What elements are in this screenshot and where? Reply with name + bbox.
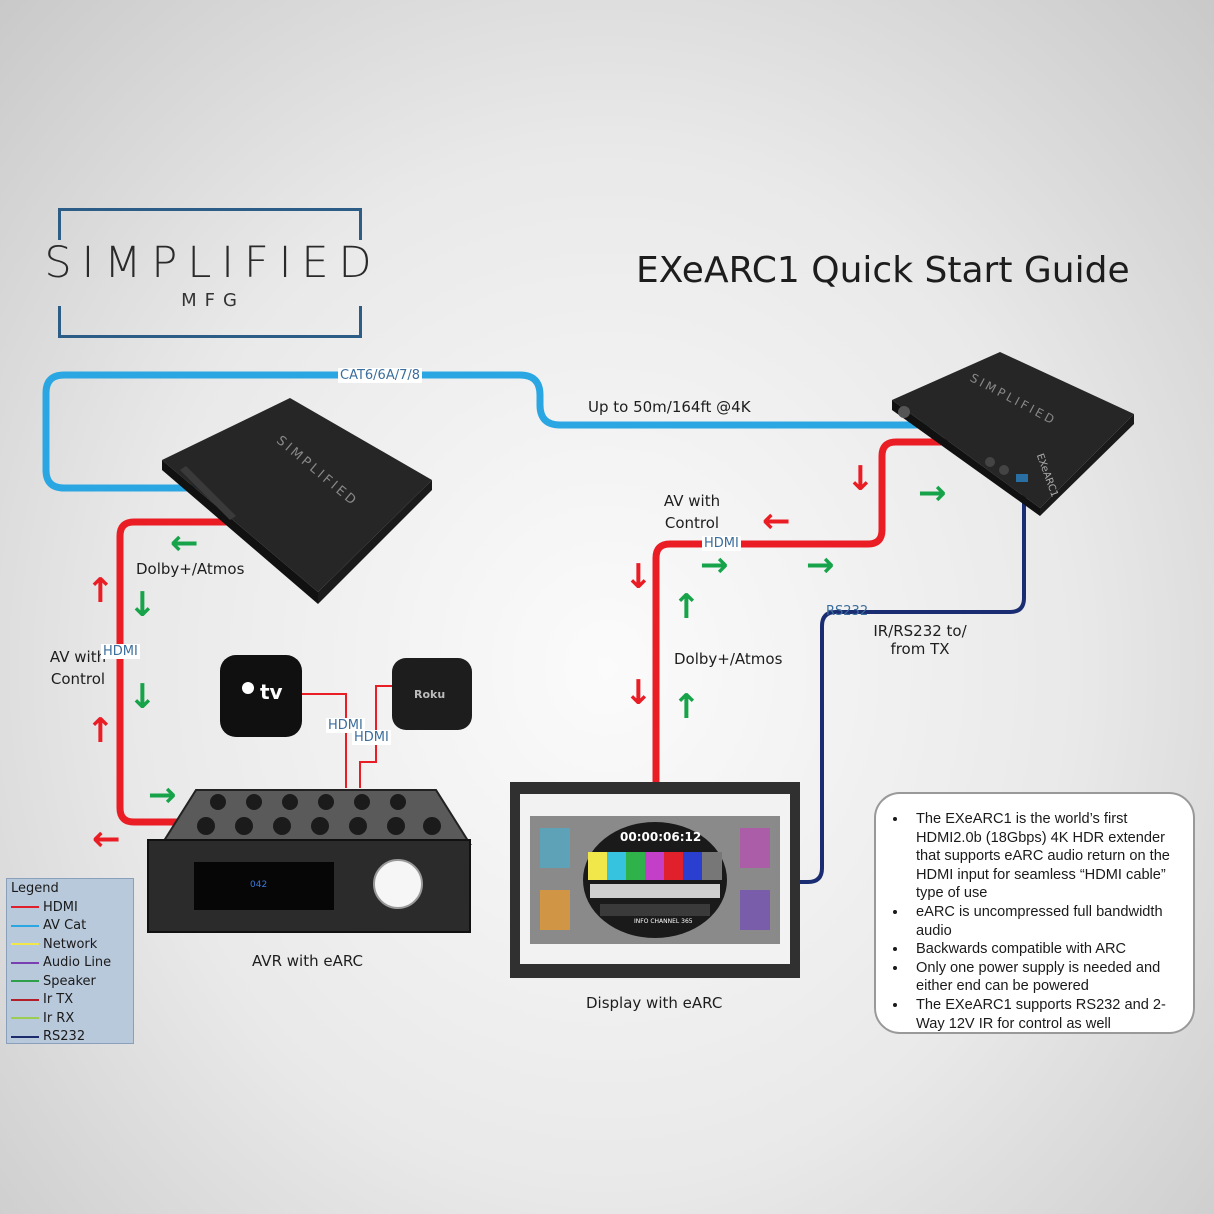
info-item: Only one power supply is needed and eith…	[908, 959, 1179, 996]
rs232-cable	[796, 478, 1026, 884]
avr-caption: AVR with eARC	[252, 952, 363, 970]
hdmi-cable-left	[116, 518, 230, 826]
legend-item-label: Speaker	[43, 973, 96, 989]
legend-item: Ir RX	[11, 1009, 133, 1028]
dolby-right-label: Dolby+/Atmos	[674, 650, 783, 668]
info-item: The EXeARC1 is the world’s first HDMI2.0…	[908, 810, 1179, 903]
arrow-down-green-icon: ↓	[128, 677, 157, 717]
dolby-left-label: Dolby+/Atmos	[136, 560, 245, 578]
arrow-down-red-icon: ↓	[624, 557, 653, 597]
legend-item-label: RS232	[43, 1029, 86, 1045]
hdmi-source-tag-1: HDMI	[326, 718, 365, 733]
hdmi-cable-roku	[359, 685, 392, 788]
legend-item-label: Audio Line	[43, 955, 112, 971]
av-control-right-line1: AV with	[663, 492, 721, 510]
ir-rs232-line1: IR/RS232 to/	[873, 622, 967, 640]
arrow-left-red-icon: ←	[92, 819, 121, 859]
info-box: The EXeARC1 is the world’s first HDMI2.0…	[874, 792, 1195, 1034]
logo-name: SIMPLIFIED	[44, 238, 382, 288]
av-control-left-line2: Control	[50, 670, 106, 688]
legend-item-label: Ir RX	[43, 1010, 75, 1026]
logo-sub: MFG	[181, 290, 245, 311]
hdmi-right-tag: HDMI	[702, 536, 741, 551]
legend-swatch	[11, 924, 39, 927]
legend-item: AV Cat	[11, 917, 133, 936]
roku-label: Roku	[414, 688, 446, 701]
display-timecode: 00:00:06:12	[620, 830, 702, 844]
display-channel: INFO CHANNEL 365	[634, 918, 693, 925]
legend-item: Ir TX	[11, 991, 133, 1010]
legend-item-label: AV Cat	[43, 918, 87, 934]
display-caption: Display with eARC	[586, 994, 723, 1012]
legend-item-label: Network	[43, 936, 98, 952]
cat-cable-tag: CAT6/6A/7/8	[338, 368, 423, 383]
roku-device	[392, 658, 472, 730]
info-item: Backwards compatible with ARC	[908, 940, 1179, 959]
arrow-up-green-icon: ↑	[672, 687, 701, 727]
hdmi-cable-appletv	[300, 693, 347, 788]
arrow-right-green-icon: →	[148, 775, 177, 815]
legend-item: HDMI	[11, 898, 133, 917]
legend-item: Network	[11, 935, 133, 954]
avr-display-readout: 042	[250, 880, 268, 890]
info-list: The EXeARC1 is the world’s first HDMI2.0…	[884, 810, 1179, 1033]
arrow-down-green-icon: ↓	[128, 585, 157, 625]
av-control-right-line2: Control	[664, 514, 720, 532]
logo-frame-top	[58, 208, 362, 240]
distance-label: Up to 50m/164ft @4K	[588, 398, 751, 416]
legend-swatch	[11, 998, 39, 1001]
arrow-left-red-icon: ←	[762, 501, 791, 541]
legend-title: Legend	[11, 881, 59, 896]
arrow-up-red-icon: ↑	[86, 711, 115, 751]
info-item: The EXeARC1 supports RS232 and 2-Way 12V…	[908, 996, 1179, 1033]
arrow-up-red-icon: ↑	[86, 571, 115, 611]
rx-extender-device	[892, 352, 1134, 516]
info-item: eARC is uncompressed full bandwidth audi…	[908, 903, 1179, 940]
cat-cable	[42, 371, 930, 492]
ir-rs232-line2: from TX	[890, 640, 950, 658]
tx-extender-device	[162, 398, 432, 604]
display-device	[510, 782, 800, 978]
legend-swatch	[11, 1017, 39, 1020]
arrow-down-red-icon: ↓	[624, 673, 653, 713]
logo-frame-bottom	[58, 306, 362, 338]
legend-swatch	[11, 961, 39, 964]
arrow-right-green-icon: →	[918, 473, 947, 513]
hdmi-source-tag-2: HDMI	[352, 730, 391, 745]
av-control-left-line1: AV with	[49, 648, 107, 666]
apple-tv-label: tv	[260, 680, 283, 704]
arrow-left-green-icon: ←	[170, 523, 199, 563]
legend-item: RS232	[11, 1028, 133, 1047]
legend-item-label: Ir TX	[43, 992, 74, 1008]
legend-item-label: HDMI	[43, 899, 78, 915]
page-title: EXeARC1 Quick Start Guide	[636, 250, 1130, 291]
legend-swatch	[11, 1035, 39, 1038]
hdmi-cable-right	[652, 438, 948, 790]
legend-item: Speaker	[11, 972, 133, 991]
avr-device	[147, 789, 472, 933]
arrow-down-red-icon: ↓	[846, 459, 875, 499]
legend-swatch	[11, 906, 39, 909]
legend-item: Audio Line	[11, 954, 133, 973]
apple-tv-device	[220, 655, 302, 737]
rs232-tag: RS232	[826, 604, 869, 619]
arrow-right-green-icon: →	[806, 545, 835, 585]
hdmi-left-tag: HDMI	[101, 644, 140, 659]
arrow-up-green-icon: ↑	[672, 587, 701, 627]
legend-swatch	[11, 943, 39, 946]
arrow-right-green-icon: →	[700, 545, 729, 585]
legend-swatch	[11, 980, 39, 983]
